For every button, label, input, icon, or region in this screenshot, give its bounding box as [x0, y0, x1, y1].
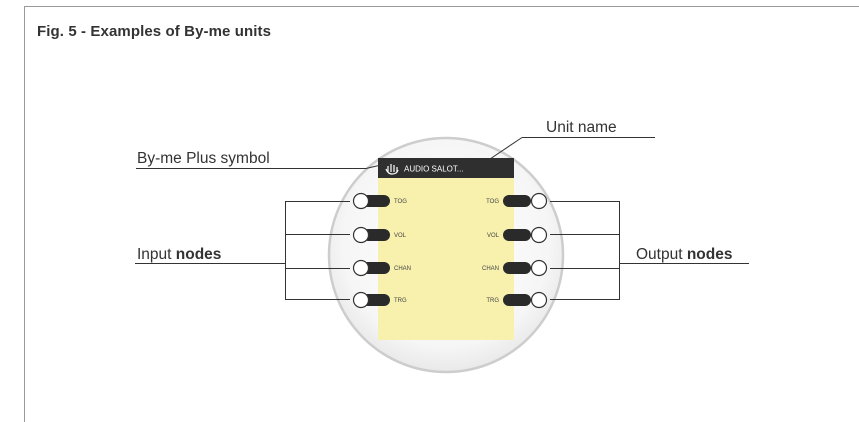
input-node[interactable]: TRG — [352, 291, 407, 309]
output-nodes-bracket — [550, 201, 749, 300]
unit-name-leader-diagonal — [486, 137, 523, 162]
output-node[interactable]: CHAN — [482, 259, 548, 277]
input-nodes-group: TOG VOL CHAN TRG — [352, 192, 412, 309]
output-node[interactable]: VOL — [487, 226, 548, 244]
input-node-label: VOL — [394, 233, 407, 239]
output-node-port[interactable] — [530, 226, 548, 244]
input-nodes-bracket — [135, 201, 350, 300]
plus-symbol-label: By-me Plus symbol — [137, 150, 270, 167]
output-node-connector — [503, 262, 531, 274]
output-node-label: TRG — [486, 298, 499, 304]
output-nodes-label: Output nodes — [636, 246, 733, 263]
output-node-port[interactable] — [530, 291, 548, 309]
input-nodes-label: Input nodes — [137, 246, 221, 263]
input-node-port[interactable] — [352, 259, 370, 277]
output-node-label: TOG — [486, 199, 499, 205]
figure-caption: Fig. 5 - Examples of By-me units — [37, 23, 272, 40]
input-node[interactable]: CHAN — [352, 259, 412, 277]
input-node-connector — [362, 294, 390, 306]
input-node-label: TOG — [394, 199, 407, 205]
input-node-port[interactable] — [352, 226, 370, 244]
unit-block-body — [378, 178, 514, 340]
output-node[interactable]: TRG — [486, 291, 548, 309]
output-node-port[interactable] — [530, 259, 548, 277]
input-node-connector — [362, 229, 390, 241]
input-node[interactable]: VOL — [352, 226, 407, 244]
input-node-label: CHAN — [394, 266, 411, 272]
output-node-port[interactable] — [530, 192, 548, 210]
input-node-label: TRG — [394, 298, 407, 304]
unit-name-label: Unit name — [546, 119, 617, 136]
output-node[interactable]: TOG — [486, 192, 548, 210]
input-node-port[interactable] — [352, 291, 370, 309]
output-node-label: CHAN — [482, 266, 499, 272]
output-node-connector — [503, 195, 531, 207]
output-nodes-group: TOG VOL CHAN TRG — [482, 192, 548, 309]
input-node-connector — [362, 195, 390, 207]
by-me-plus-hand-icon — [385, 164, 399, 175]
output-node-connector — [503, 294, 531, 306]
unit-block-header — [378, 158, 514, 178]
output-node-label: VOL — [487, 233, 500, 239]
input-node[interactable]: TOG — [352, 192, 408, 210]
unit-block-title: AUDIO SALOT... — [404, 165, 464, 174]
output-node-connector — [503, 229, 531, 241]
input-node-connector — [362, 262, 390, 274]
input-node-port[interactable] — [352, 192, 370, 210]
plus-symbol-leader-diagonal — [365, 163, 386, 169]
